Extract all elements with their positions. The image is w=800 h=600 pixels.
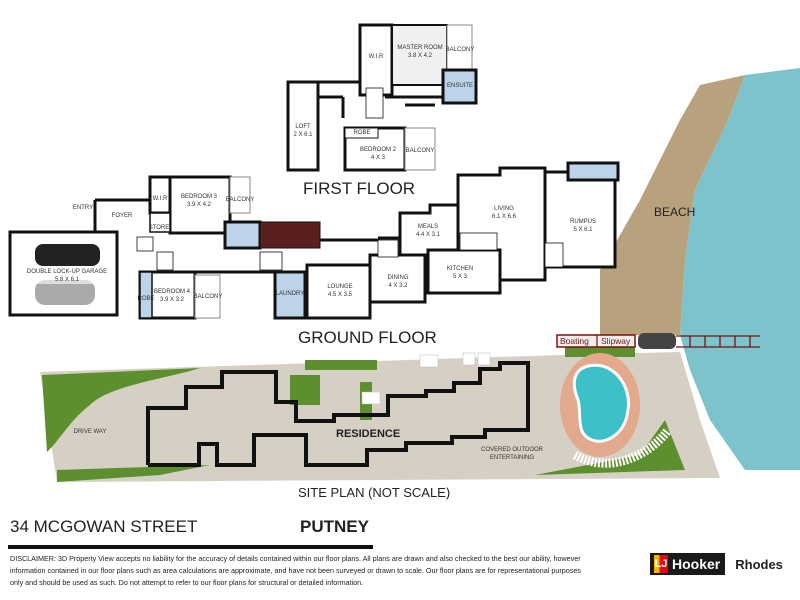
room-label-store: STORE	[148, 225, 170, 231]
pool-deck	[572, 427, 672, 468]
room-label-balcony: BALCONY	[405, 148, 435, 154]
first-floor-plan	[286, 23, 478, 172]
boating-slipway-box[interactable]	[556, 334, 636, 348]
room-label-balcony: BALCONY	[193, 294, 223, 300]
room-label-balcony: BALCONY	[445, 47, 475, 53]
deck-hatch	[259, 221, 321, 249]
room-label-wir: W.I.R	[152, 196, 168, 202]
lawn-patch	[565, 347, 635, 357]
disclaimer: DISCLAIMER: 3D Property View accepts no …	[10, 554, 581, 587]
boating-label: Boating	[560, 336, 589, 346]
residence-label: RESIDENCE	[336, 428, 401, 440]
car-icon	[35, 280, 95, 305]
divider	[8, 545, 373, 549]
beach-sand	[600, 75, 745, 335]
slipway-label: Slipway	[601, 336, 631, 346]
water	[680, 68, 800, 470]
room-label-wir: W.I.R	[368, 54, 384, 60]
site-plan-title: SITE PLAN (NOT SCALE)	[298, 485, 451, 500]
room-label-robe: ROBE	[353, 130, 371, 136]
lawn-pool	[535, 420, 685, 475]
lj-mark: LJ	[654, 555, 668, 573]
room-label-laundry: LAUNDRY	[275, 291, 305, 297]
first-floor-title: FIRST FLOOR	[303, 179, 416, 198]
logo-text: Hooker	[672, 556, 721, 572]
lawn-driveway	[42, 368, 200, 452]
ground-floor-title: GROUND FLOOR	[298, 328, 437, 347]
suburb: PUTNEY	[300, 517, 369, 536]
lawn-patch	[305, 360, 377, 370]
driveway-label: DRIVE WAY	[73, 429, 107, 435]
site-stairs	[361, 352, 491, 405]
room-label-ensuite: ENSUITE	[446, 83, 474, 89]
address: 34 MCGOWAN STREET	[10, 517, 198, 536]
beach-label: BEACH	[654, 205, 696, 219]
lawn-bottom	[57, 465, 210, 482]
room-label-robe: ROBE	[137, 296, 155, 302]
room-label-balcony: BALCONY	[225, 197, 255, 203]
residence-outline	[146, 361, 530, 467]
room-label-foyer: FOYER	[111, 213, 133, 219]
slipway-rails	[676, 335, 760, 348]
room-label-entry: ENTRY	[72, 205, 94, 211]
pool-icon	[572, 363, 630, 443]
boat-icon	[638, 333, 676, 349]
car-icon	[35, 244, 100, 266]
office-name: Rhodes	[735, 556, 783, 572]
